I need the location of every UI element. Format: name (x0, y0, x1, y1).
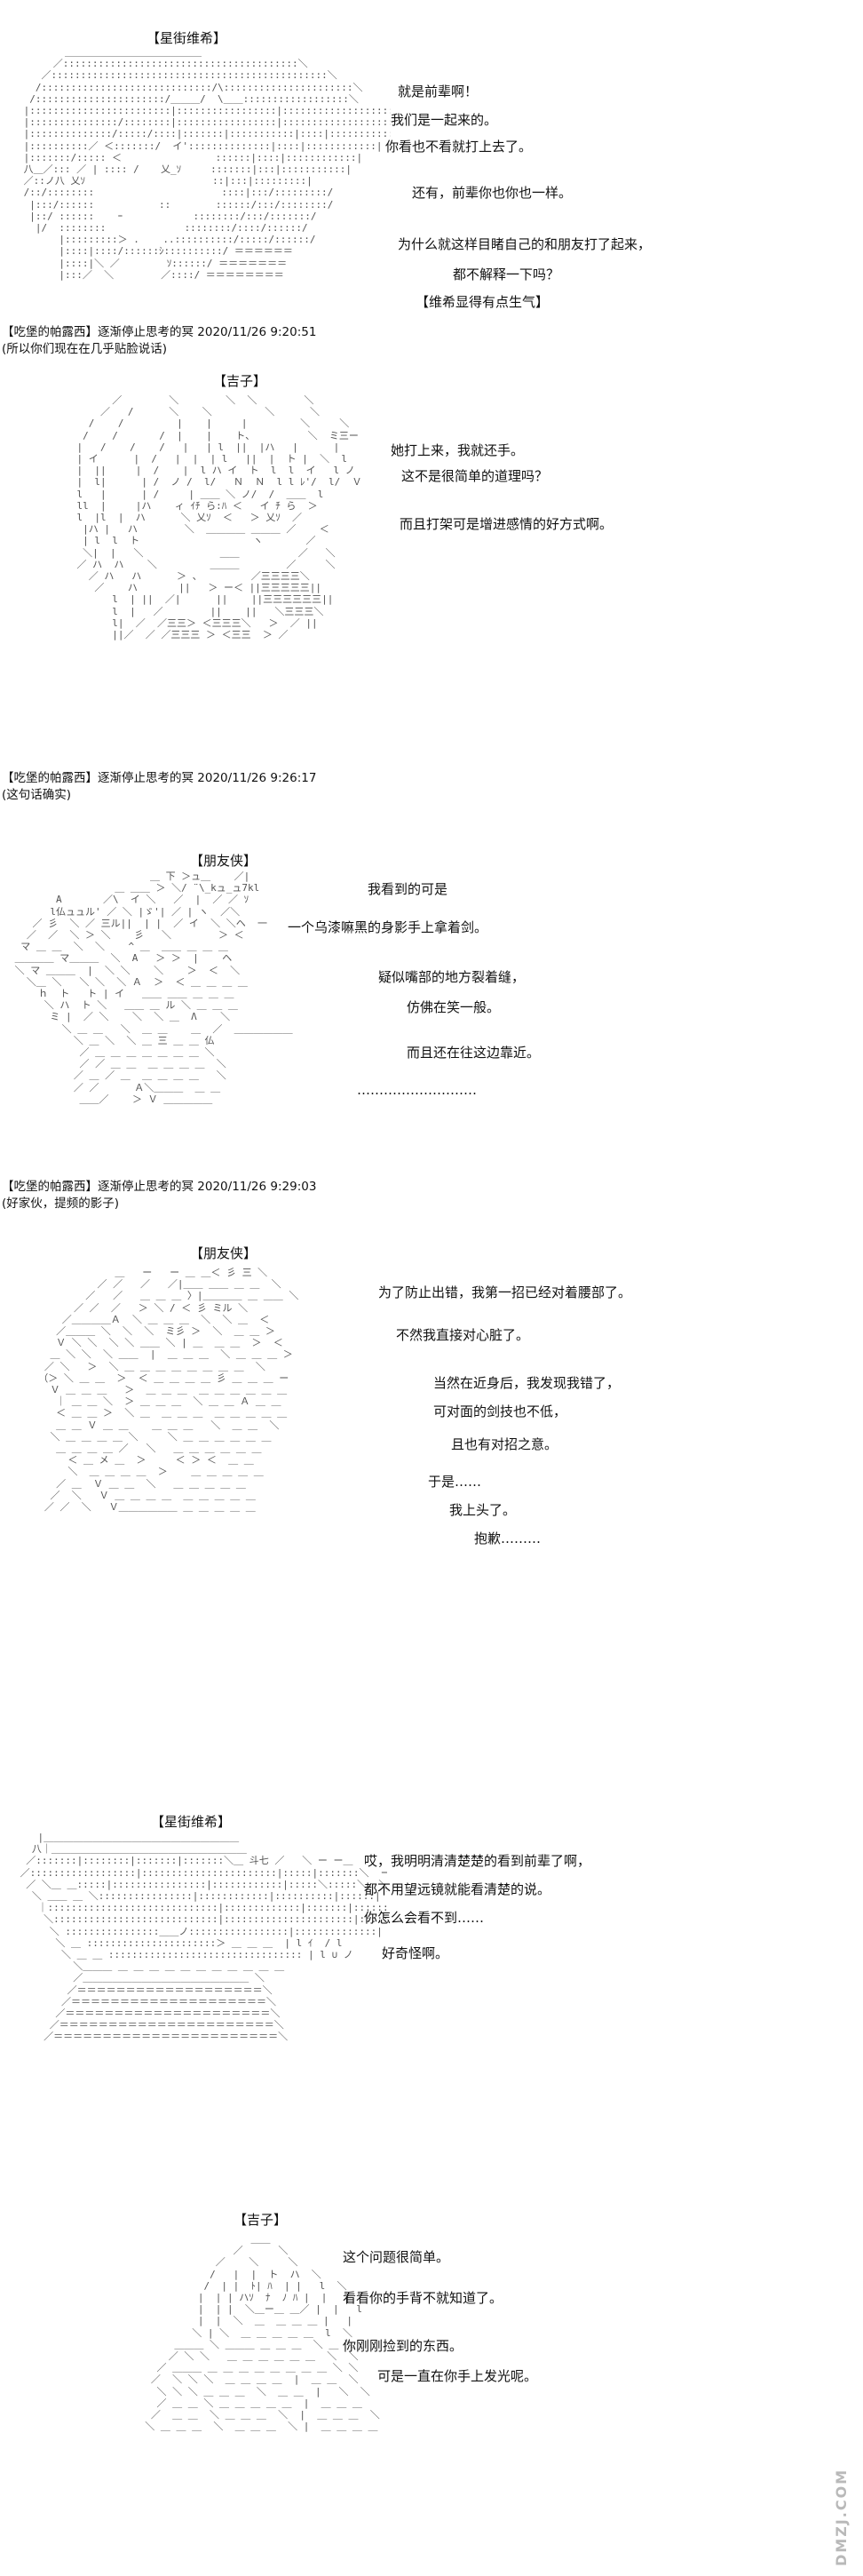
speaker-name: 【朋友侠】 (190, 1245, 257, 1261)
comment-meta: 【吃堡的帕露西】逐渐停止思考的冥 2020/11/26 9:26:17 (2, 771, 317, 785)
dialog-line: 哎，我明明清清楚楚的看到前辈了啊， (364, 1853, 591, 1869)
dialog-line: 都不用望远镜就能看清楚的说。 (364, 1881, 551, 1897)
dialog-line: 好奇怪啊。 (382, 1945, 449, 1961)
panel-6: 【吉子】 ＿＿ ／ ＼ ／ ＼ ＼ / | | ト ハ ＼ / | | ﾄ| ﾊ… (0, 2212, 863, 2576)
dialog-line: 还有，前辈你也你也一样。 (412, 185, 573, 201)
comment-note: (所以你们现在在几乎贴脸说话) (2, 342, 168, 356)
panel-2: 【吉子】 ／ ＼ ＼ ＼ ＼ ／ / ＼ ＼ ＼ ＼ / / | | | ＼ ＼… (0, 364, 863, 802)
dialog-line: 她打上来，我就还手。 (391, 442, 525, 458)
dialog-line: 抱歉……… (474, 1530, 542, 1546)
dialog-line: 【维希显得有点生气】 (416, 294, 550, 310)
panel-4: 【朋友侠】 ＿ ー ー ＿ ＿＜ 彡 三 ＼ ／ ／ ／ ／|＿＿ ＿＿ ＿ ＿… (0, 1245, 863, 1787)
dialog-line: 就是前辈啊！ (398, 83, 479, 99)
dialog-line: 看看你的手背不就知道了。 (343, 2290, 503, 2306)
dialog-line: 你看也不看就打上去了。 (385, 139, 533, 155)
comment-meta: 【吃堡的帕露西】逐渐停止思考的冥 2020/11/26 9:29:03 (2, 1180, 317, 1194)
dialog-line: 这不是很简单的道理吗？ (401, 468, 549, 484)
panel-3: 【朋友侠】 ＿ 下 ＞ュ＿ ／| ＿ ＿＿ ＞ ＼/ ¨\_kュ_ュ7kl A … (0, 844, 863, 1211)
panel-5: 【星街维希】 |＿＿＿＿＿＿＿＿＿＿＿＿＿＿＿＿＿＿＿＿ 八｜＿＿＿＿＿＿＿＿＿… (0, 1814, 863, 2187)
dialog-line: 都不解释一下吗？ (453, 266, 560, 282)
ascii-art-illustration: ／ ＼ ＼ ＼ ＼ ／ / ＼ ＼ ＼ ＼ / / | | | ＼ ＼ / / … (76, 394, 362, 641)
dialog-line: 我上头了。 (449, 1502, 517, 1518)
ascii-art-illustration: ＿ 下 ＞ュ＿ ／| ＿ ＿＿ ＞ ＼/ ¨\_kュ_ュ7kl A ／\ イ ＼… (14, 871, 293, 1105)
speaker-name: 【星街维希】 (146, 30, 227, 46)
dialog-line: 而且还在往这边靠近。 (407, 1045, 541, 1061)
panel-1: 【星街维希】 ＿＿＿＿＿＿＿＿＿＿＿＿＿＿ ／:::::::::::::::::… (0, 0, 863, 356)
dialog-line: ……………………… (357, 1082, 477, 1098)
dialog-line: 可对面的剑技也不低， (433, 1403, 567, 1419)
dialog-line: 为了防止出错，我第一招已经对着腰部了。 (378, 1284, 632, 1300)
dialog-line: 于是…… (428, 1474, 482, 1490)
comment-meta: 【吃堡的帕露西】逐渐停止思考的冥 2020/11/26 9:20:51 (2, 325, 317, 339)
comment-note: (好家伙，提频的影子) (2, 1197, 120, 1211)
ascii-art-illustration: ＿＿＿＿＿＿＿＿＿＿＿＿＿＿ ／::::::::::::::::::::::::… (23, 46, 391, 281)
ascii-art-illustration: |＿＿＿＿＿＿＿＿＿＿＿＿＿＿＿＿＿＿＿＿ 八｜＿＿＿＿＿＿＿＿＿＿＿＿＿＿＿＿… (20, 1832, 387, 2043)
site-watermark: DMZJ.COM (833, 2468, 850, 2567)
dialog-line: 疑似嘴部的地方裂着缝， (378, 969, 526, 985)
dialog-line: 为什么就这样目睹自己的和朋友打了起来， (398, 236, 652, 252)
speaker-name: 【吉子】 (234, 2212, 288, 2228)
dialog-line: 这个问题很简单。 (343, 2249, 450, 2265)
dialog-line: 可是一直在你手上发光呢。 (377, 2368, 538, 2384)
comment-note: (这句话确实) (2, 788, 72, 802)
speaker-name: 【朋友侠】 (190, 853, 257, 869)
dialog-line: 我看到的可是 (368, 881, 448, 897)
dialog-line: 我们是一起来的。 (391, 112, 498, 128)
dialog-line: 当然在近身后，我发现我错了， (433, 1375, 621, 1391)
dialog-line: 不然我直接对心脏了。 (396, 1327, 530, 1343)
speaker-name: 【吉子】 (213, 373, 267, 389)
dialog-line: 且也有对招之意。 (451, 1436, 558, 1452)
dialog-line: 你怎么会看不到…… (364, 1910, 485, 1926)
dialog-line: 一个乌漆嘛黑的身影手上拿着剑。 (288, 919, 488, 935)
dialog-line: 而且打架可是增进感情的好方式啊。 (400, 516, 614, 532)
dialog-line: 你刚刚捡到的东西。 (343, 2338, 463, 2354)
speaker-name: 【星街维希】 (151, 1814, 232, 1830)
dialog-line: 仿佛在笑一般。 (407, 999, 501, 1015)
ascii-art-illustration: ＿＿ ／ ＼ ／ ＼ ＼ / | | ト ハ ＼ / | | ﾄ| ﾊ | | … (145, 2233, 380, 2433)
ascii-art-illustration: ＿ ー ー ＿ ＿＜ 彡 三 ＼ ／ ／ ／ ／|＿＿ ＿＿ ＿ ＿ ＼ ／ ／… (38, 1267, 299, 1514)
